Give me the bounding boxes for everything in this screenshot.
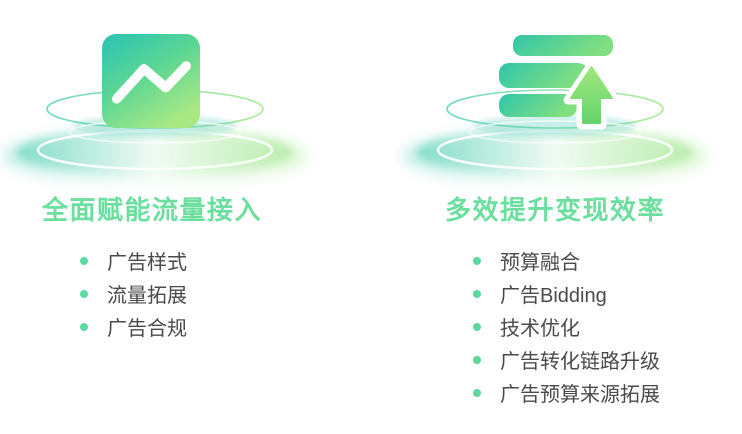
list-item-label: 广告转化链路升级: [500, 351, 660, 373]
list-item-label: 广告合规: [107, 318, 187, 340]
feature-list: 广告样式 流量拓展 广告合规: [80, 244, 187, 343]
list-item-label: 广告预算来源拓展: [500, 384, 660, 406]
up-arrow: [570, 66, 613, 124]
stacked-bars-up-arrow-icon: [395, 10, 715, 190]
trend-line-chart-icon-svg: [3, 34, 307, 183]
bullet-dot-icon: [80, 289, 88, 298]
feature-list: 预算融合 广告Bidding 技术优化 广告转化链路升级 广告预算来源拓展: [473, 244, 660, 409]
bullet-dot-icon: [473, 256, 481, 265]
trend-line-chart-icon: [0, 10, 315, 190]
list-item-label: 流量拓展: [107, 285, 187, 307]
column-heading: 多效提升变现效率: [445, 195, 666, 225]
list-item: 流量拓展: [80, 277, 187, 310]
list-item: 广告合规: [80, 310, 187, 343]
list-item: 广告转化链路升级: [473, 343, 660, 376]
stacked-bars-up-arrow-icon-svg: [403, 35, 707, 183]
list-item-label: 技术优化: [500, 318, 580, 340]
icon-shadow: [473, 115, 637, 137]
bullet-dot-icon: [473, 388, 481, 397]
bullet-dot-icon: [80, 256, 88, 265]
bullet-dot-icon: [473, 322, 481, 331]
ripple-inner-ring: [468, 120, 642, 144]
list-item: 广告Bidding: [473, 277, 660, 310]
bullet-dot-icon: [473, 289, 481, 298]
list-item: 预算融合: [473, 244, 660, 277]
list-item-label: 广告Bidding: [500, 285, 607, 307]
bar-bottom: [499, 94, 577, 117]
column-heading: 全面赋能流量接入: [42, 195, 263, 225]
list-item: 广告预算来源拓展: [473, 376, 660, 409]
list-item-label: 预算融合: [500, 252, 580, 274]
bar-top: [513, 35, 613, 56]
list-item: 广告样式: [80, 244, 187, 277]
ripple-big: [417, 128, 693, 176]
bullet-dot-icon: [80, 322, 88, 331]
bullet-dot-icon: [473, 355, 481, 364]
trend-zigzag-line: [111, 61, 192, 104]
ripple-big: [17, 128, 293, 176]
list-item-label: 广告样式: [107, 252, 187, 274]
list-item: 技术优化: [473, 310, 660, 343]
bar-middle: [499, 63, 588, 88]
